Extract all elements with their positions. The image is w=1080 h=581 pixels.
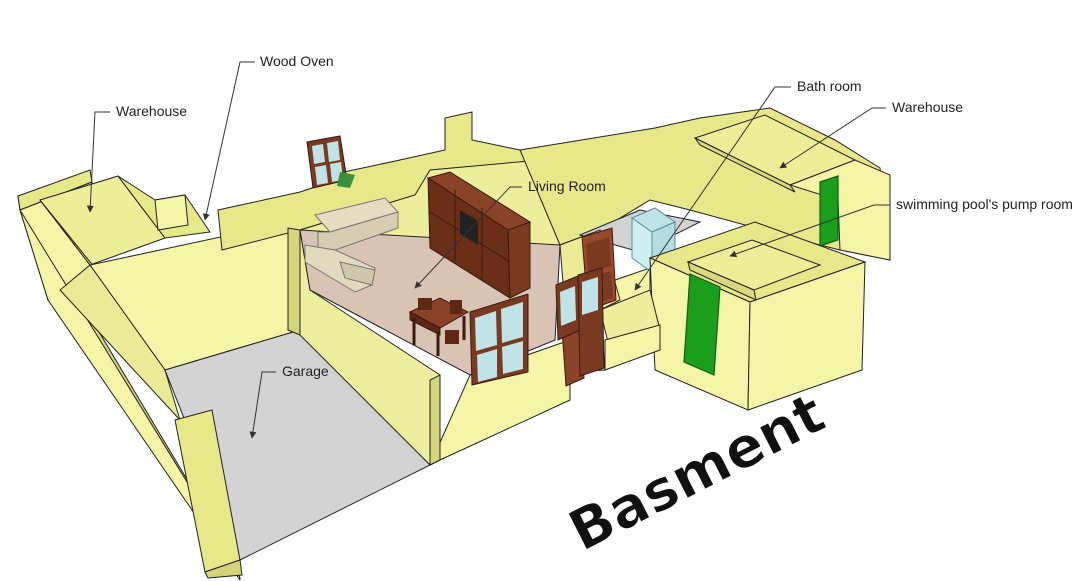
sofa bbox=[304, 197, 399, 293]
warehouse-left-label: Warehouse bbox=[116, 103, 187, 119]
living-windows bbox=[469, 293, 529, 386]
dining-table bbox=[408, 297, 470, 356]
bookshelf bbox=[426, 171, 532, 299]
bath-room-label: Bath room bbox=[797, 78, 862, 94]
pump-room-label: swimming pool's pump room bbox=[896, 196, 1073, 212]
garage-label: Garage bbox=[282, 363, 329, 379]
label-living-room: Living Room bbox=[414, 178, 606, 289]
wood-oven-label: Wood Oven bbox=[260, 53, 334, 69]
title-group: Basment bbox=[558, 380, 835, 565]
label-pump-room: swimming pool's pump room bbox=[729, 196, 1073, 258]
warehouse-right-label: Warehouse bbox=[892, 99, 963, 115]
top-window bbox=[306, 135, 355, 189]
label-warehouse-right: Warehouse bbox=[779, 99, 963, 169]
garage-wing bbox=[17, 169, 431, 581]
wooden-door bbox=[555, 227, 617, 387]
furniture bbox=[304, 135, 617, 387]
pump-room-green-door bbox=[683, 273, 721, 376]
living-room-label: Living Room bbox=[528, 178, 606, 194]
right-wing bbox=[519, 107, 891, 411]
label-bath-room: Bath room bbox=[634, 78, 862, 291]
warehouse-green-door bbox=[819, 175, 839, 247]
basement-title: Basment bbox=[559, 381, 835, 565]
label-garage: Garage bbox=[249, 363, 329, 439]
label-warehouse-left: Warehouse bbox=[86, 103, 187, 213]
label-wood-oven: Wood Oven bbox=[202, 53, 334, 221]
center-wall bbox=[217, 111, 571, 467]
annotations: Warehouse Wood Oven Living Room Bath roo… bbox=[86, 53, 1073, 439]
